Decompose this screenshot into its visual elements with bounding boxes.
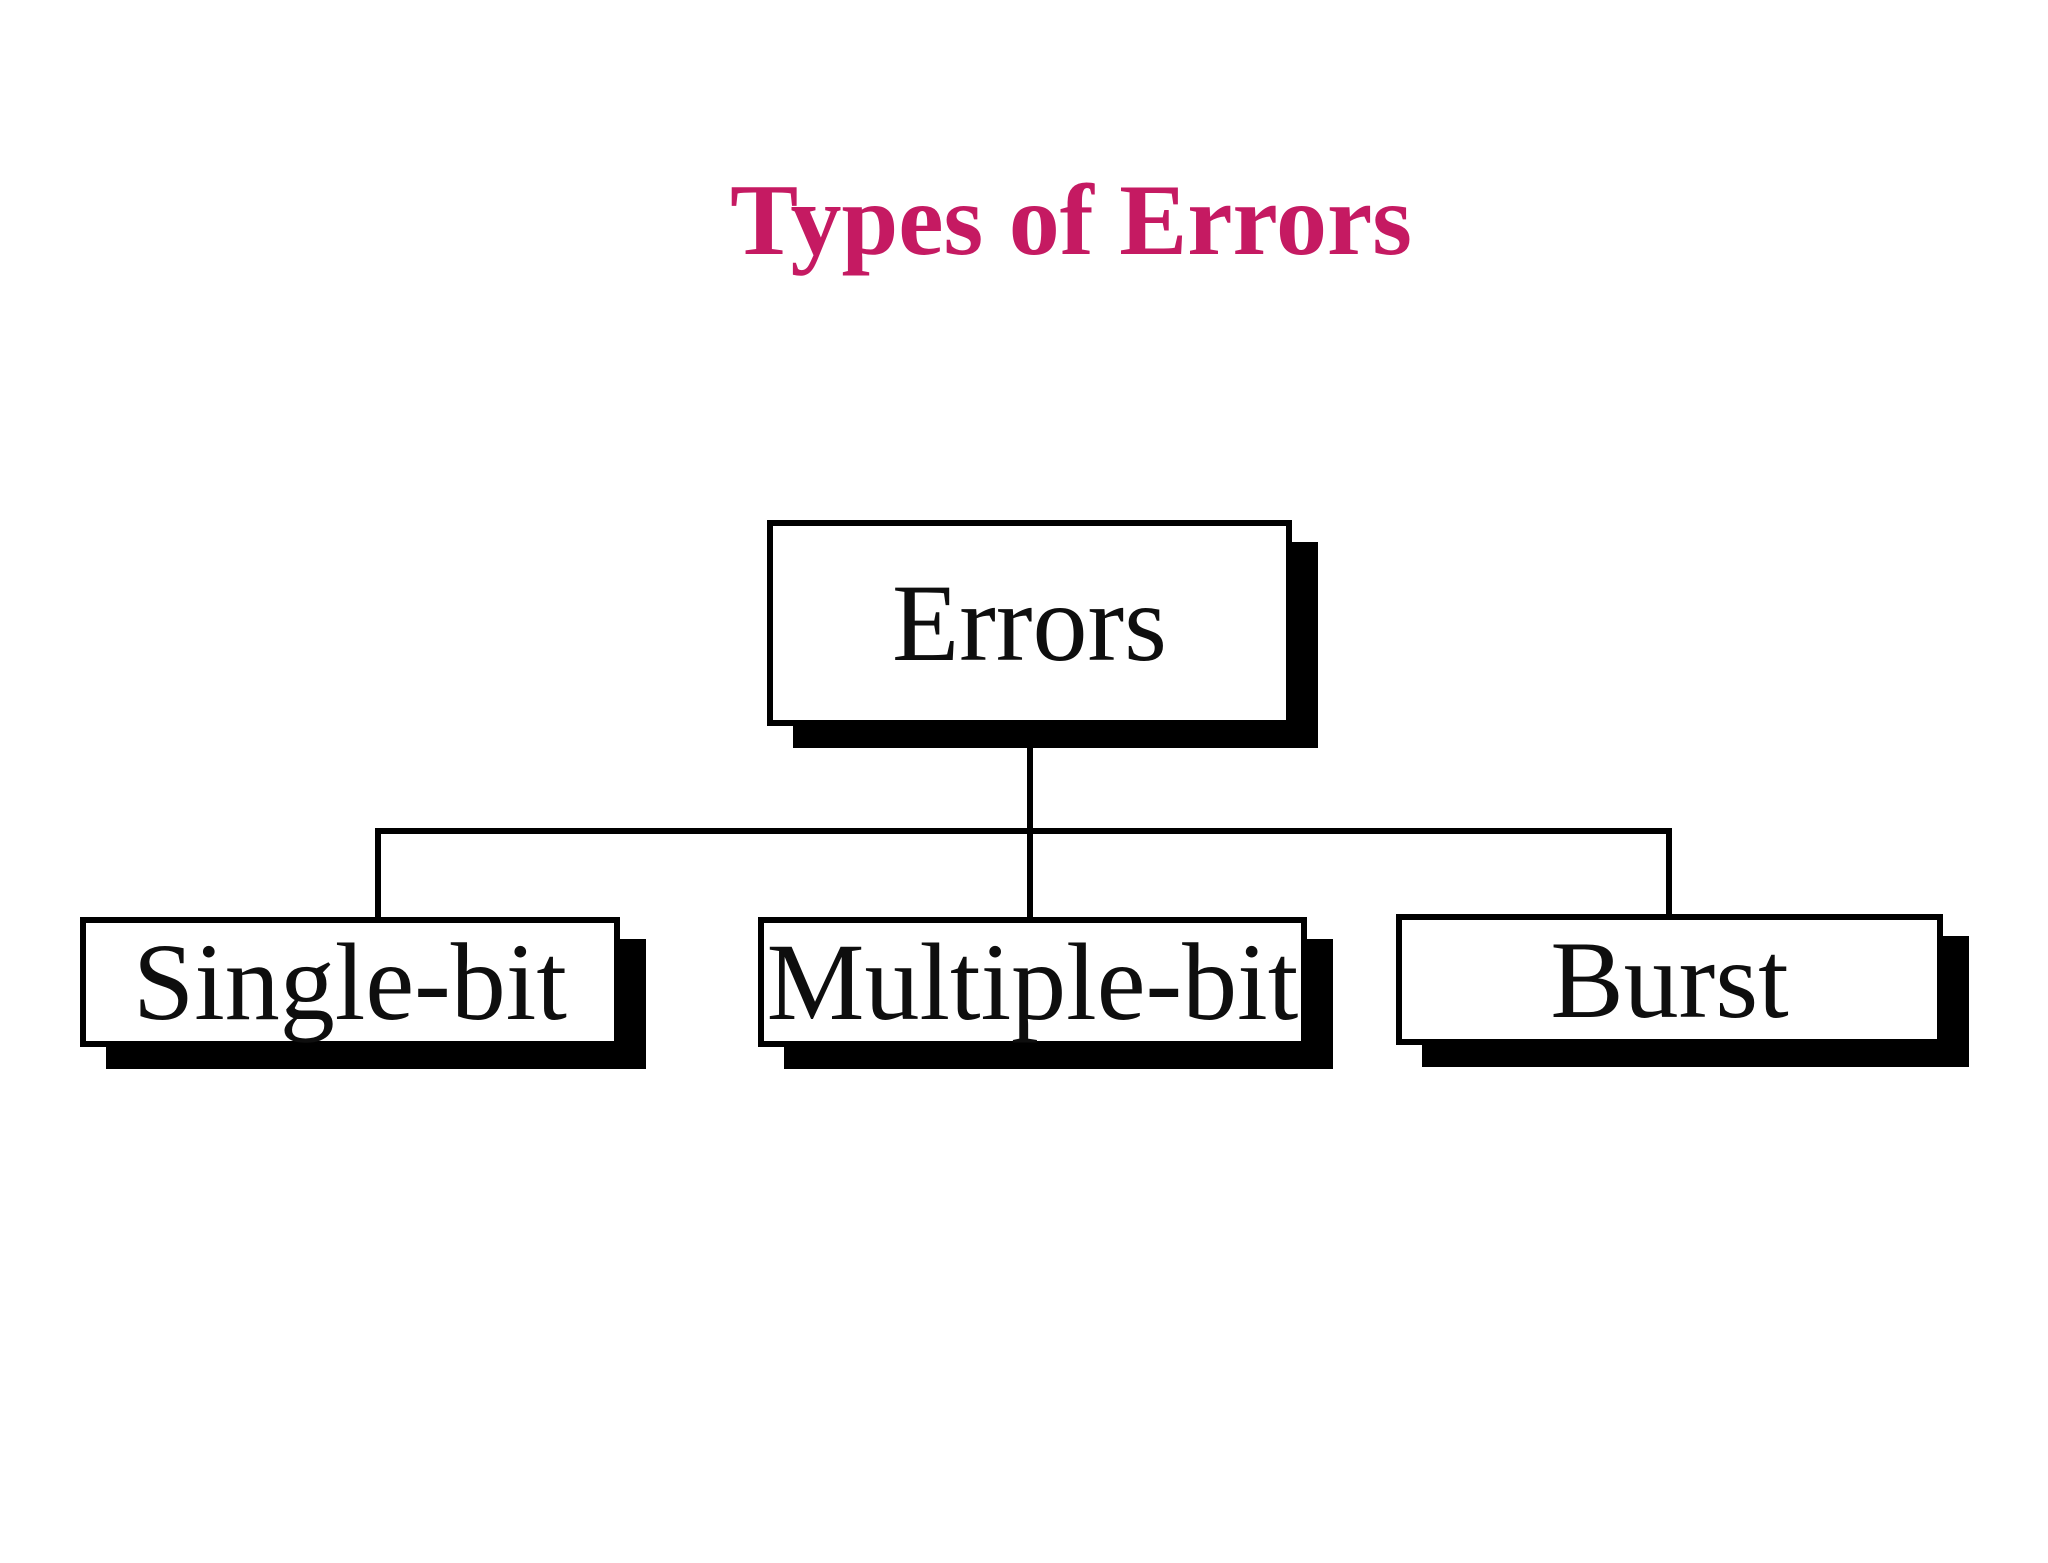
errors-node-label: Errors <box>892 562 1167 684</box>
multiple-bit-node: Multiple-bit <box>758 917 1307 1047</box>
single-bit-node: Single-bit <box>80 917 620 1047</box>
connector-drop-single-bit <box>375 828 381 920</box>
single-bit-node-label: Single-bit <box>133 921 567 1043</box>
errors-node: Errors <box>767 520 1292 726</box>
slide-title: Types of Errors <box>730 164 1412 277</box>
multiple-bit-node-label: Multiple-bit <box>766 921 1299 1043</box>
burst-node-label: Burst <box>1550 918 1789 1041</box>
connector-horizontal-bar <box>375 828 1672 834</box>
connector-drop-burst <box>1666 828 1672 918</box>
connector-root-stem <box>1027 700 1033 917</box>
burst-node: Burst <box>1396 914 1943 1045</box>
